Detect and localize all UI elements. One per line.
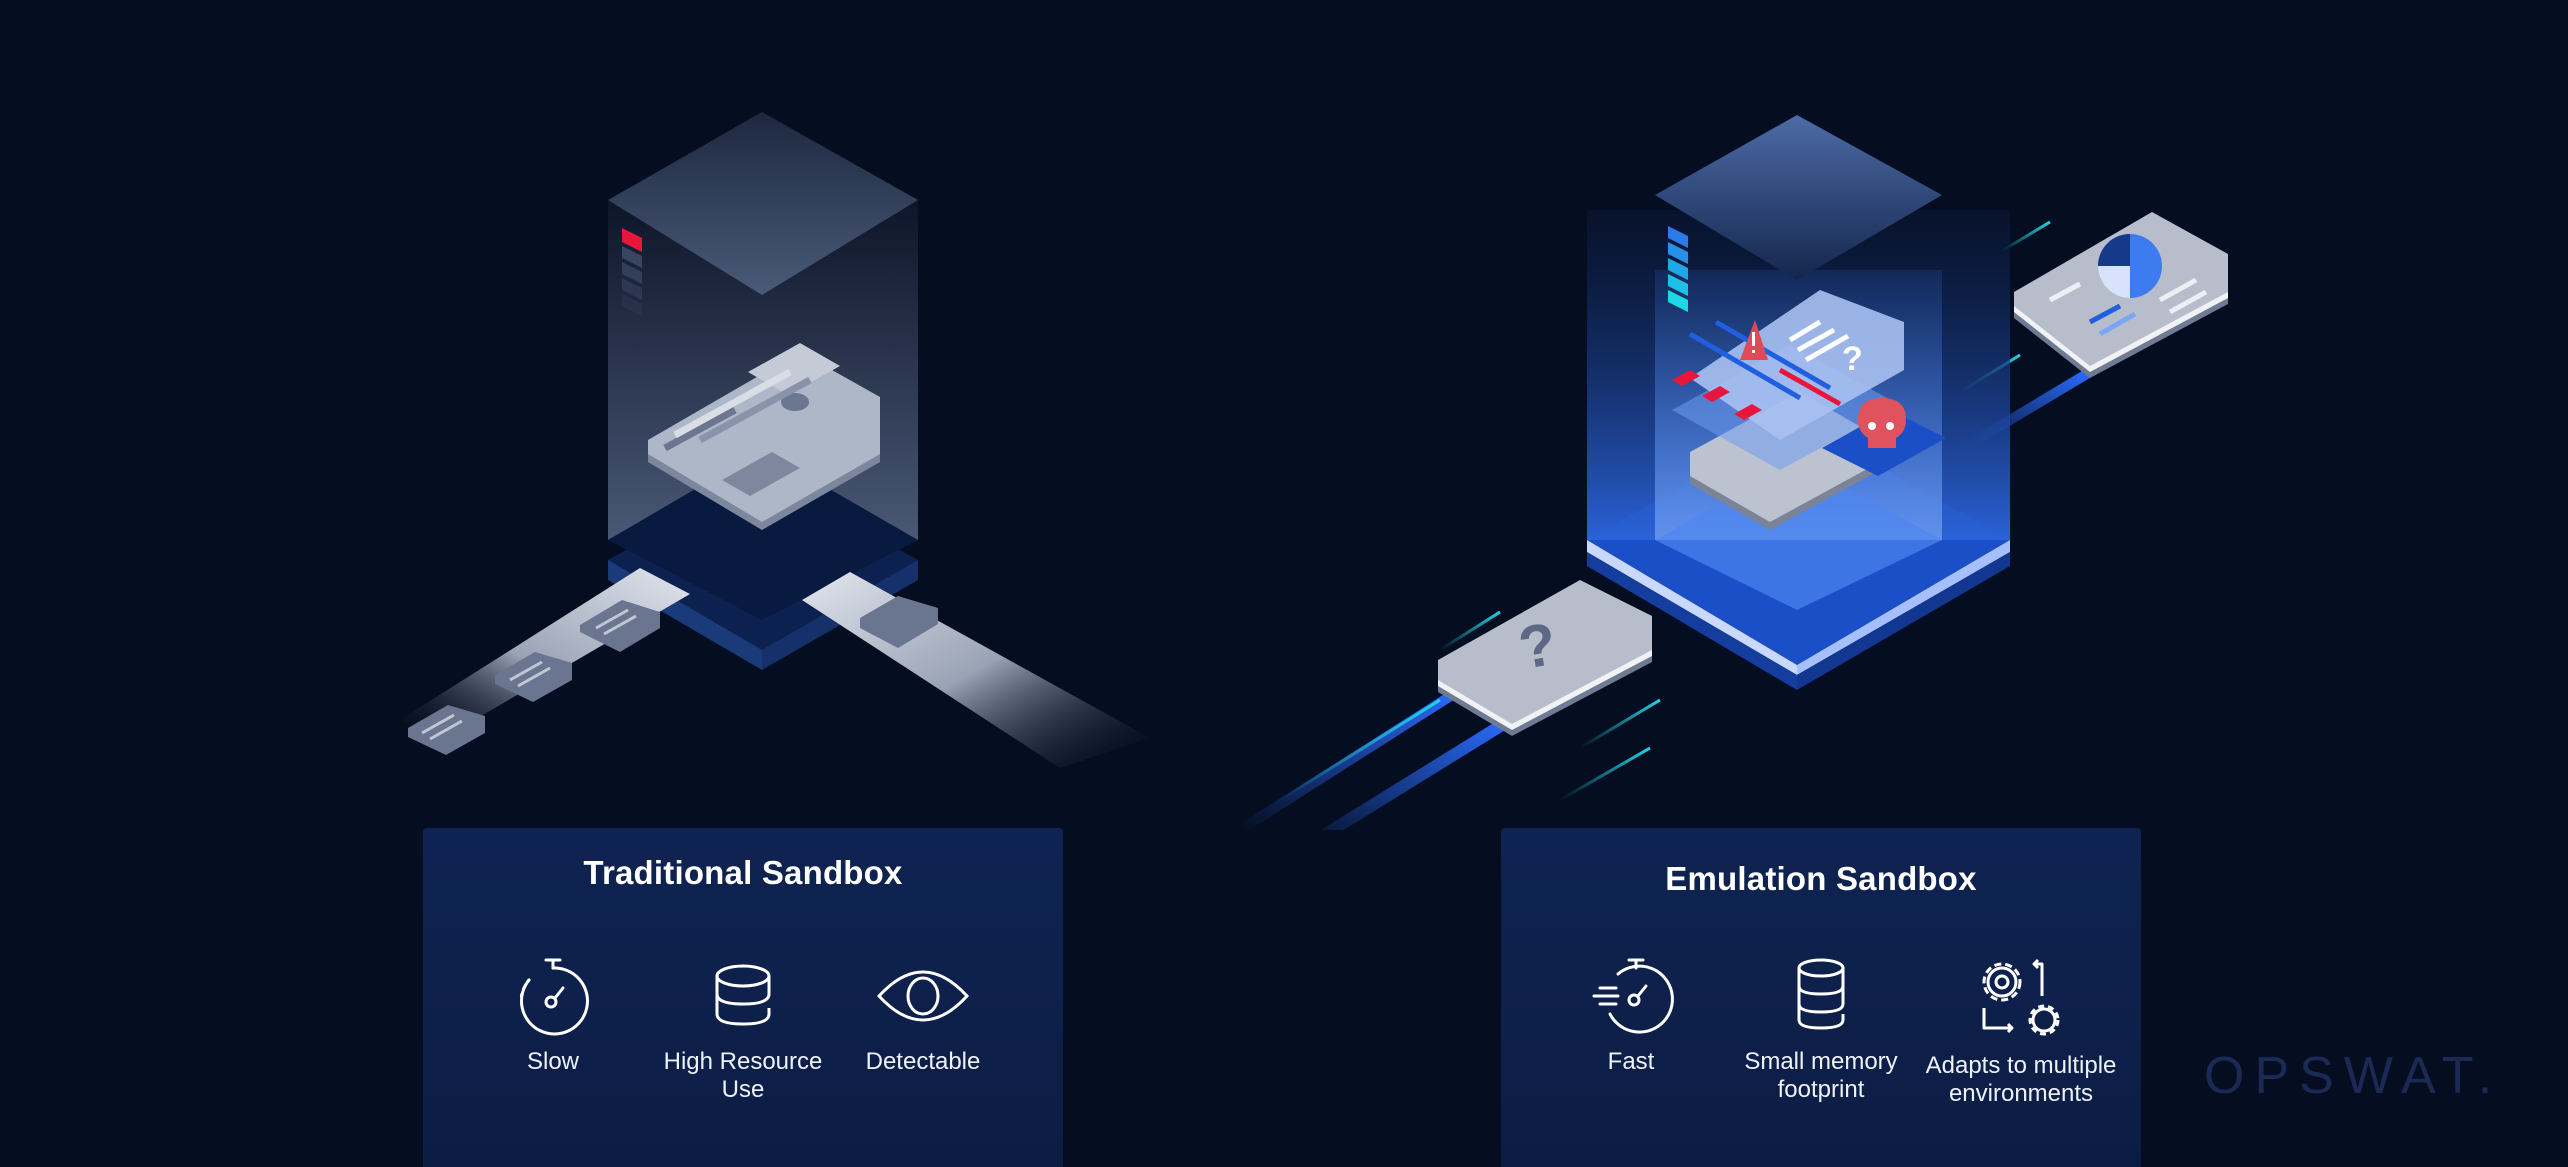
question-document-icon: ? bbox=[1690, 290, 1904, 440]
stopwatch-fast-icon bbox=[1592, 958, 1674, 1034]
stopwatch-slow-icon bbox=[519, 958, 589, 1036]
feature-detectable: Detectable bbox=[843, 956, 1003, 1076]
database-icon bbox=[1797, 958, 1845, 1030]
red-warning-markers bbox=[1672, 370, 1762, 420]
pie-chart-report-icon bbox=[2014, 212, 2228, 378]
database-icon bbox=[715, 964, 771, 1026]
traditional-sandbox-panel: Traditional Sandbox Slow High Resource U… bbox=[423, 828, 1063, 1167]
malware-bug-document-icon bbox=[648, 343, 880, 530]
traditional-sandbox-illustration bbox=[400, 112, 1150, 768]
svg-text:?: ? bbox=[1842, 340, 1863, 378]
opswat-logo: OPSWAT. bbox=[2204, 1047, 2503, 1105]
emulation-sandbox-panel: Emulation Sandbox Fast Small memory foot… bbox=[1501, 828, 2141, 1167]
input-file-icons bbox=[408, 600, 660, 755]
warning-triangle-icon bbox=[1740, 320, 1768, 360]
gears-cycle-icon bbox=[1982, 958, 2060, 1036]
speed-streaks bbox=[1237, 220, 2093, 830]
traditional-sandbox-title: Traditional Sandbox bbox=[583, 854, 903, 891]
emulation-sandbox-illustration: ? ? bbox=[1237, 115, 2228, 830]
sandbox-comparison-illustration: ? ? bbox=[400, 112, 2228, 830]
question-mark-file-icon: ? bbox=[1438, 580, 1652, 736]
skull-icon bbox=[1858, 398, 1906, 448]
red-status-indicator bbox=[622, 228, 642, 316]
feature-high-resource-use: High Resource Use bbox=[653, 956, 833, 1104]
feature-slow: Slow bbox=[483, 956, 623, 1076]
eye-icon bbox=[876, 970, 970, 1022]
emulation-sandbox-title: Emulation Sandbox bbox=[1665, 860, 1977, 897]
output-conveyor-belt bbox=[802, 572, 1150, 768]
output-file-icon bbox=[860, 596, 938, 648]
feature-adapts-to-multiple-environments: Adapts to multiple environments bbox=[1911, 956, 2131, 1108]
feature-fast: Fast bbox=[1561, 956, 1701, 1076]
cyan-progress-indicator bbox=[1668, 226, 1688, 312]
feature-small-memory-footprint: Small memory footprint bbox=[1721, 956, 1921, 1104]
